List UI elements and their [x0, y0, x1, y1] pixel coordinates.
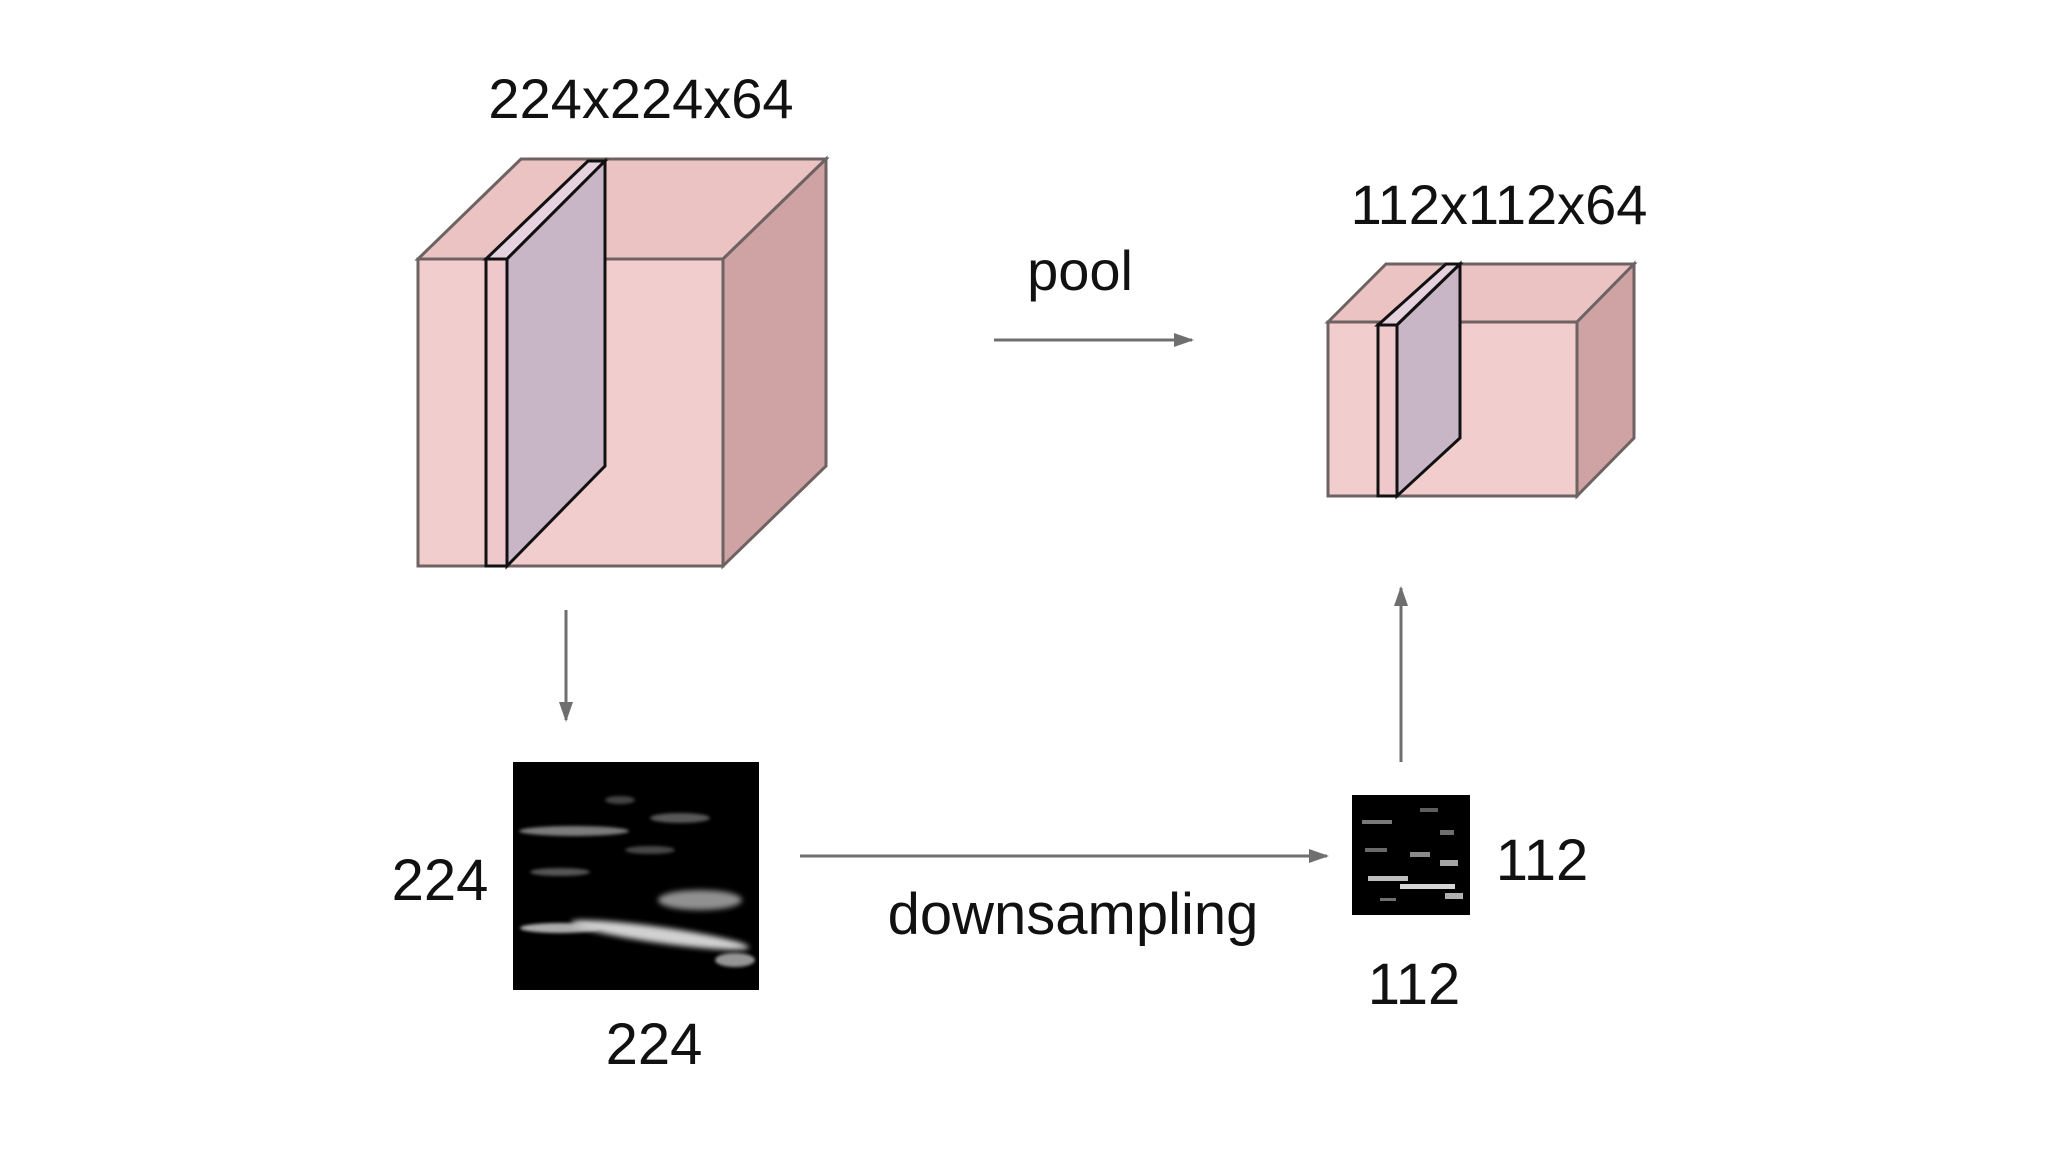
large-feature-map: 224 224 — [392, 762, 759, 1077]
pool-arrow-group: pool — [994, 239, 1194, 347]
small-feature-map: 112 112 — [1352, 795, 1588, 1017]
large-volume: 224x224x64 — [414, 67, 830, 570]
small-volume: 112x112x64 — [1324, 173, 1648, 500]
pool-label: pool — [1027, 239, 1133, 302]
large-feature-map-width-label: 224 — [606, 1012, 703, 1077]
large-volume-slice — [482, 157, 609, 570]
large-feature-map-image — [513, 762, 759, 990]
large-feature-map-activations — [519, 796, 755, 967]
small-feature-map-activations — [1362, 808, 1463, 901]
downsampling-label: downsampling — [888, 882, 1259, 947]
small-feature-map-width-label: 112 — [1368, 952, 1460, 1017]
large-feature-map-height-label: 224 — [392, 848, 489, 913]
downsampling-arrow-group: downsampling — [800, 849, 1329, 947]
small-volume-slice — [1374, 260, 1464, 500]
small-volume-dims-label: 112x112x64 — [1351, 173, 1648, 236]
small-feature-map-height-label: 112 — [1496, 828, 1588, 893]
large-volume-dims-label: 224x224x64 — [488, 67, 793, 130]
